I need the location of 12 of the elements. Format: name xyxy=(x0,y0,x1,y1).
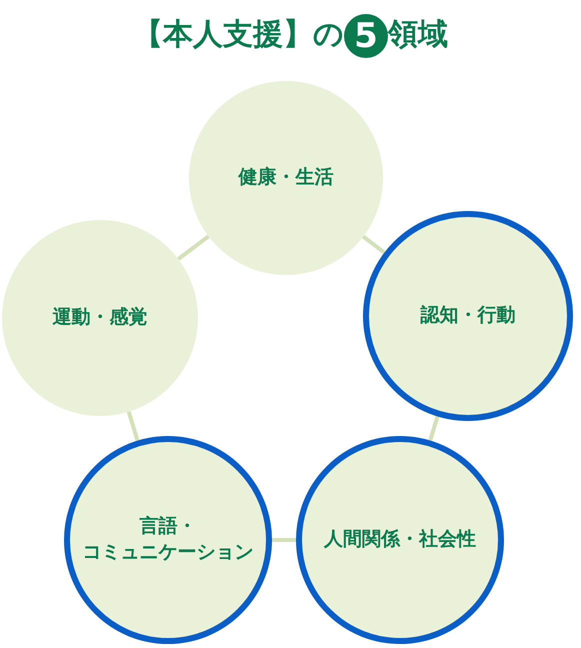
domain-label: 運動・感覚 xyxy=(52,305,148,330)
domain-label: 人間関係・社会性 xyxy=(322,527,477,552)
title: 【本人支援】の xyxy=(133,17,344,52)
domain-label: 認知・行動 xyxy=(419,303,516,328)
connector-line xyxy=(428,416,440,442)
connector-line xyxy=(177,234,210,261)
connector-line xyxy=(126,411,140,442)
connector-line xyxy=(362,235,386,254)
domain-label: 健康・生活 xyxy=(237,165,334,190)
domain-label: 言語・コミュニケーション xyxy=(82,514,254,565)
title: 領域 xyxy=(388,17,448,52)
number-badge: 5 xyxy=(344,14,388,58)
